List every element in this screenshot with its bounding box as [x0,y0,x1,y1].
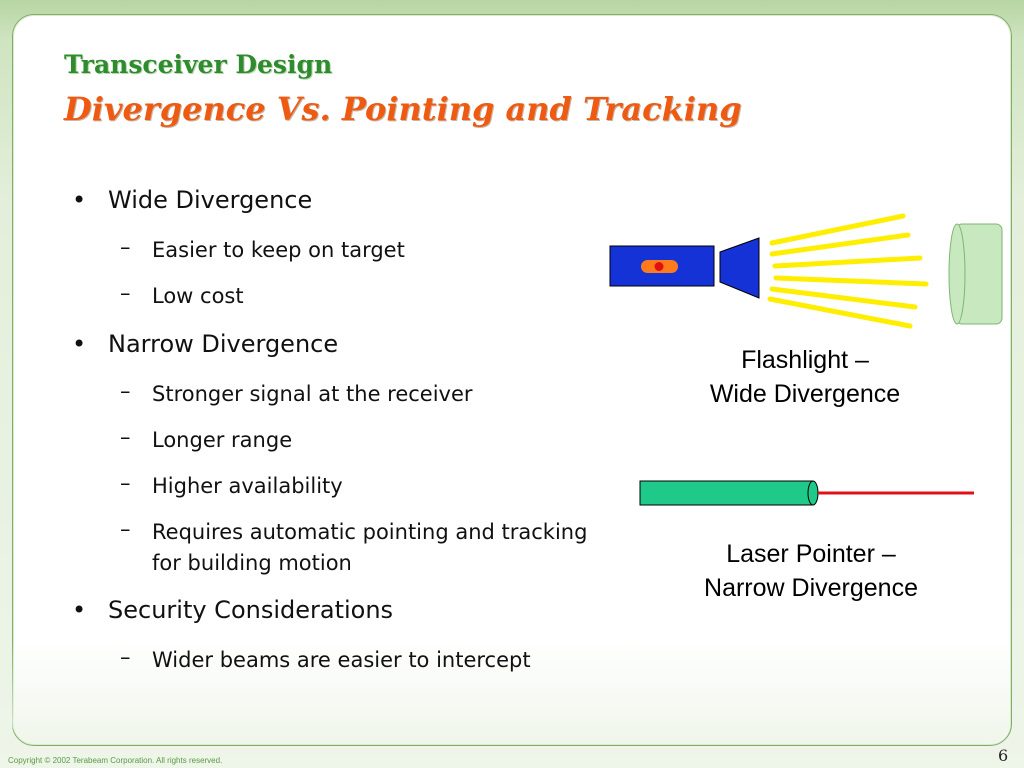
target-face [948,223,966,325]
beam-ray [769,213,906,246]
sub-bullet-text: Higher availability [152,474,343,498]
page-number: 6 [998,746,1009,765]
slide-subtitle: Transceiver Design [64,50,333,79]
flashlight-caption: Flashlight – Wide Divergence [670,343,940,411]
bullet-text: Security Considerations [108,596,394,624]
beam-ray [767,296,913,329]
beam-ray [769,286,918,310]
laser-caption: Laser Pointer – Narrow Divergence [676,537,946,605]
sub-bullet-marker: – [120,235,131,259]
laser-pointer-tip [807,480,819,506]
flashlight-beams [767,213,929,329]
bullet-marker: • [72,330,87,358]
flashlight-illustration [609,213,1003,329]
beam-ray [773,275,929,287]
sub-bullet-text: Easier to keep on target [152,238,405,262]
sub-bullet-text: Stronger signal at the receiver [152,382,473,406]
bullet-text: Wide Divergence [108,186,313,214]
target-cylinder [948,223,1003,325]
sub-bullet-marker: – [120,379,131,403]
beam-ray [772,255,923,269]
sub-bullet-text: Wider beams are easier to intercept [152,648,531,672]
sub-bullet-text: Requires automatic pointing and tracking… [152,520,588,575]
sub-bullet-marker: – [120,471,131,495]
bullet-marker: • [72,186,87,214]
bullet-text: Narrow Divergence [108,330,339,358]
laser-caption-line2: Narrow Divergence [704,574,918,602]
laser-caption-line1: Laser Pointer – [726,540,896,568]
beam-ray [769,232,911,257]
slide-title: Divergence Vs. Pointing and Tracking [64,90,742,128]
sub-bullet-text: Longer range [152,428,293,452]
laser-pointer-body [639,480,814,506]
flashlight-dot [654,262,664,271]
laser-pointer-illustration [639,480,974,506]
sub-bullet-marker: – [120,281,131,305]
sub-bullet-marker: – [120,517,131,541]
sub-bullet-marker: – [120,645,131,669]
flashlight-caption-line1: Flashlight – [741,346,869,374]
bullet-marker: • [72,596,87,624]
sub-bullet-marker: – [120,425,131,449]
sub-bullet-text: Low cost [152,284,244,308]
footer-copyright: Copyright © 2002 Terabeam Corporation. A… [8,756,223,765]
slide-panel [12,14,1012,746]
flashlight-head [719,237,760,299]
flashlight-caption-line2: Wide Divergence [709,380,901,408]
